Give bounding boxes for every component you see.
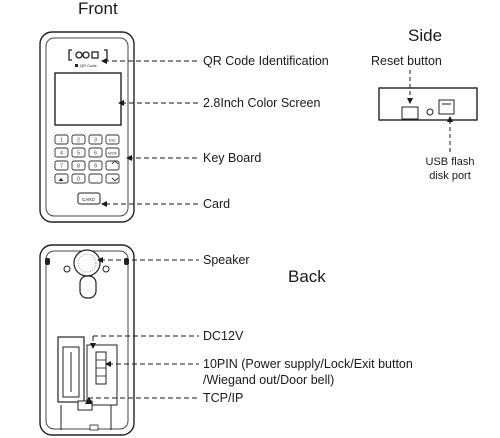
usb-port [438, 99, 455, 115]
keypad: 1 2 3 ESC 4 5 6 M/OK 7 8 9 0 [54, 134, 120, 184]
keypad-key-label: 7 [60, 164, 63, 170]
tcpip-label: TCP/IP [203, 391, 244, 405]
keypad-key-label: ESC [109, 139, 117, 143]
card-pad-text: CARD [82, 197, 96, 202]
back-heading: Back [288, 267, 326, 286]
usb-label-line2: disk port [429, 170, 471, 182]
arrow-up-icon [111, 160, 119, 165]
keypad-key [88, 147, 103, 158]
arrow-down-icon [111, 177, 119, 182]
qr-code-label: QR Code Identification [203, 54, 329, 68]
side-heading: Side [408, 26, 443, 45]
keypad-key [88, 173, 103, 184]
keypad-key-label: 5 [77, 151, 80, 157]
front-heading: Front [78, 0, 118, 18]
bell-icon [58, 178, 64, 181]
side-device [378, 87, 478, 121]
keypad-key-label: 8 [77, 164, 80, 170]
reset-pinhole [426, 108, 434, 116]
keypad-key-label: 0 [77, 177, 80, 183]
keypad-key [54, 134, 69, 145]
keypad-key [71, 134, 86, 145]
tcpip-port [77, 400, 93, 411]
keypad-key-label: M/OK [108, 152, 118, 156]
screen-label: 2.8Inch Color Screen [203, 96, 321, 110]
card-pad [77, 192, 101, 205]
keypad-key-label: 9 [94, 164, 97, 170]
keypad-key-label: 1 [60, 138, 63, 144]
usb-label-line1: USB flash [425, 156, 475, 168]
keypad-key [54, 147, 69, 158]
card-label: Card [203, 197, 231, 211]
dc12v-label: DC12V [203, 329, 244, 343]
keypad-key [54, 173, 69, 184]
keypad-key-label: 6 [94, 151, 97, 157]
front-device: QR Code 1 2 3 ESC 4 5 6 M/OK 7 8 9 0 CARD [39, 31, 135, 223]
keypad-key-label: 3 [94, 138, 97, 144]
tenpin-label-line2: /Wiegand out/Door bell) [203, 373, 335, 387]
reset-button-label: Reset button [371, 54, 442, 68]
keypad-key [54, 160, 69, 171]
keypad-key [71, 173, 86, 184]
keypad-key [88, 160, 103, 171]
tenpin-label-line1: 10PIN (Power supply/Lock/Exit button [203, 357, 413, 371]
keypad-key [105, 134, 120, 145]
keypad-key [71, 160, 86, 171]
keypad-key-label: 4 [60, 151, 63, 157]
speaker-label: Speaker [203, 253, 250, 267]
reset-button [401, 106, 419, 120]
keypad-key [105, 160, 120, 171]
color-screen [54, 72, 122, 126]
keypad-key [105, 147, 120, 158]
keypad-key [71, 147, 86, 158]
keypad-key [88, 134, 103, 145]
qr-device-text: QR Code [80, 63, 97, 68]
back-device [39, 244, 135, 436]
keyboard-label: Key Board [203, 151, 262, 165]
keypad-key-label: 2 [77, 138, 80, 144]
